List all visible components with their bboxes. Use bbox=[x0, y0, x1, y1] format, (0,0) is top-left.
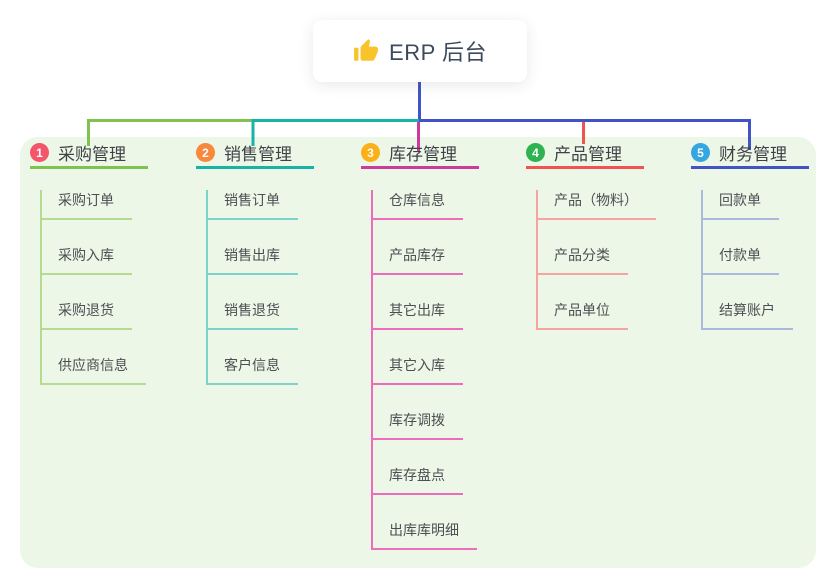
branch-number-badge: 3 bbox=[361, 143, 380, 162]
branch-purchase: 1 采购管理 采购订单 采购入库 采购退货 供应商信息 bbox=[30, 143, 148, 385]
child-node[interactable]: 仓库信息 bbox=[373, 190, 463, 220]
child-node[interactable]: 库存调拨 bbox=[373, 410, 463, 440]
branch-sales: 2 销售管理 销售订单 销售出库 销售退货 客户信息 bbox=[196, 143, 314, 385]
child-node[interactable]: 产品（物料） bbox=[538, 190, 656, 220]
branch-product: 4 产品管理 产品（物料） 产品分类 产品单位 bbox=[526, 143, 656, 330]
child-node[interactable]: 结算账户 bbox=[703, 300, 793, 330]
child-node[interactable]: 产品分类 bbox=[538, 245, 628, 275]
child-node[interactable]: 付款单 bbox=[703, 245, 779, 275]
child-node[interactable]: 采购退货 bbox=[42, 300, 132, 330]
branch-number-badge: 4 bbox=[526, 143, 545, 162]
root-node[interactable]: ERP 后台 bbox=[313, 20, 527, 82]
child-node[interactable]: 出库库明细 bbox=[373, 520, 477, 550]
branch-label: 库存管理 bbox=[389, 145, 457, 164]
branch-inventory: 3 库存管理 仓库信息 产品库存 其它出库 其它入库 库存调拨 库存盘点 出库库… bbox=[361, 143, 479, 550]
child-node[interactable]: 其它出库 bbox=[373, 300, 463, 330]
branch-node[interactable]: 2 销售管理 bbox=[196, 143, 314, 169]
child-node[interactable]: 产品库存 bbox=[373, 245, 463, 275]
child-node[interactable]: 客户信息 bbox=[208, 355, 298, 385]
mindmap-panel bbox=[20, 137, 816, 568]
branch-label: 采购管理 bbox=[58, 145, 126, 164]
branch-label: 财务管理 bbox=[719, 145, 787, 164]
child-node[interactable]: 销售出库 bbox=[208, 245, 298, 275]
child-node[interactable]: 回款单 bbox=[703, 190, 779, 220]
branch-label: 销售管理 bbox=[224, 145, 292, 164]
branch-number-badge: 5 bbox=[691, 143, 710, 162]
child-node[interactable]: 销售退货 bbox=[208, 300, 298, 330]
branch-node[interactable]: 5 财务管理 bbox=[691, 143, 809, 169]
branch-number-badge: 2 bbox=[196, 143, 215, 162]
branch-node[interactable]: 1 采购管理 bbox=[30, 143, 148, 169]
child-node[interactable]: 采购订单 bbox=[42, 190, 132, 220]
branch-number-badge: 1 bbox=[30, 143, 49, 162]
child-node[interactable]: 其它入库 bbox=[373, 355, 463, 385]
child-node[interactable]: 采购入库 bbox=[42, 245, 132, 275]
branch-finance: 5 财务管理 回款单 付款单 结算账户 bbox=[691, 143, 809, 330]
branch-label: 产品管理 bbox=[554, 145, 622, 164]
child-node[interactable]: 产品单位 bbox=[538, 300, 628, 330]
thumbs-up-icon bbox=[354, 39, 378, 61]
child-node[interactable]: 供应商信息 bbox=[42, 355, 146, 385]
root-title: ERP 后台 bbox=[389, 40, 487, 65]
child-node[interactable]: 库存盘点 bbox=[373, 465, 463, 495]
child-node[interactable]: 销售订单 bbox=[208, 190, 298, 220]
branch-node[interactable]: 3 库存管理 bbox=[361, 143, 479, 169]
branch-node[interactable]: 4 产品管理 bbox=[526, 143, 644, 169]
